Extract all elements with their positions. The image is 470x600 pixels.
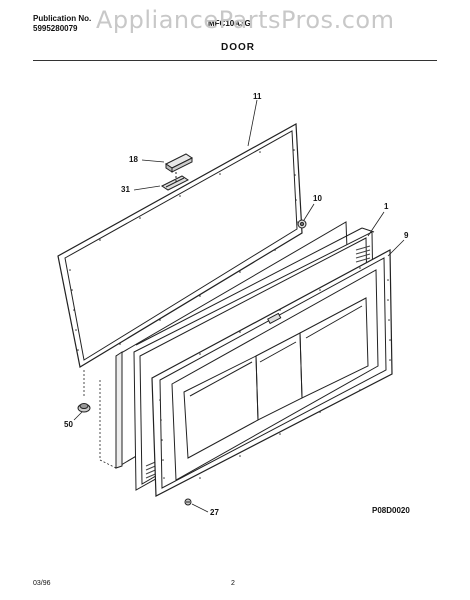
door-gasket-part (57, 123, 303, 368)
section-title: DOOR (221, 42, 255, 53)
handle-spacer-part (161, 175, 189, 191)
callout-10: 10 (313, 194, 322, 203)
callout-27: 27 (210, 508, 219, 517)
screw-part (184, 498, 192, 506)
watermark: AppliancePartsPros.com (96, 6, 395, 34)
publication-number: 5995280079 (33, 24, 78, 33)
model-number: MFC10A3G (208, 19, 251, 28)
door-frame-part (151, 249, 393, 497)
callout-50: 50 (64, 420, 73, 429)
callout-9: 9 (404, 231, 409, 240)
diagram-id: P08D0020 (372, 506, 410, 515)
callout-18: 18 (129, 155, 138, 164)
callout-11: 11 (253, 92, 262, 101)
handle-part (165, 153, 193, 173)
plug-button-part (297, 219, 307, 229)
hinge-cover-part (77, 403, 91, 413)
footer-date: 03/96 (33, 580, 51, 587)
header-rule (33, 60, 437, 61)
publication-label: Publication No. (33, 14, 92, 23)
footer-page-number: 2 (231, 580, 235, 587)
callout-31: 31 (121, 185, 130, 194)
callout-1: 1 (384, 202, 389, 211)
